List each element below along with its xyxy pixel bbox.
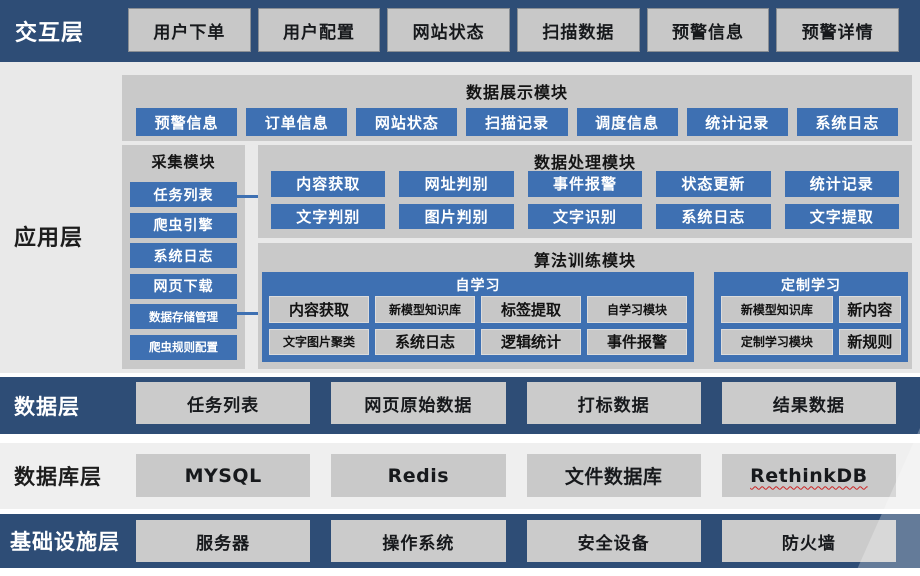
process-box: 内容获取: [271, 171, 386, 197]
infrastructure-layer-band: 基础设施层 服务器 操作系统 安全设备 防火墙: [0, 514, 920, 568]
self-learning-box: 逻辑统计: [481, 328, 581, 355]
self-learning-box: 文字图片聚类: [269, 328, 369, 355]
data-layer-band: 数据层 任务列表 网页原始数据 打标数据 结果数据: [0, 377, 920, 434]
collect-module-title: 采集模块: [151, 153, 216, 171]
collect-box: 系统日志: [130, 243, 237, 269]
collect-box: 爬虫规则配置: [130, 334, 237, 360]
data-layer-box: 结果数据: [721, 382, 896, 424]
interaction-box: 用户配置: [257, 8, 381, 52]
self-learning-panel: 自学习 内容获取 新模型知识库 标签提取 自学习模块 文字图片聚类 系统日志 逻…: [262, 272, 694, 362]
interaction-box: 用户下单: [128, 8, 251, 52]
data-display-boxes-row: 预警信息 订单信息 网站状态 扫描记录 调度信息 统计记录 系统日志: [136, 108, 898, 136]
data-display-module-title: 数据展示模块: [465, 83, 568, 102]
process-box: 网址判别: [399, 171, 514, 197]
database-box-label: RethinkDB: [750, 464, 868, 487]
self-learning-grid: 内容获取 新模型知识库 标签提取 自学习模块 文字图片聚类 系统日志 逻辑统计 …: [269, 296, 687, 355]
process-box: 系统日志: [656, 203, 771, 229]
custom-learning-title: 定制学习: [781, 278, 841, 294]
database-box: 文件数据库: [526, 454, 701, 497]
infrastructure-box: 操作系统: [331, 520, 506, 562]
display-box: 扫描记录: [466, 108, 568, 136]
interaction-layer-band: 交互层 用户下单 用户配置 网站状态 扫描数据 预警信息 预警详情: [0, 0, 920, 62]
interaction-boxes-row: 用户下单 用户配置 网站状态 扫描数据 预警信息 预警详情: [128, 8, 900, 52]
infrastructure-box: 服务器: [136, 520, 311, 562]
database-layer-label: 数据库层: [14, 465, 102, 489]
custom-learning-panel: 定制学习 新模型知识库 新内容 定制学习模块 新规则: [714, 272, 908, 362]
self-learning-box: 自学习模块: [587, 296, 687, 323]
process-box: 状态更新: [656, 171, 771, 197]
interaction-layer-label: 交互层: [15, 21, 85, 46]
custom-learning-box: 新规则: [838, 328, 901, 355]
data-layer-box: 任务列表: [136, 382, 311, 424]
data-layer-boxes-row: 任务列表 网页原始数据 打标数据 结果数据: [136, 382, 896, 424]
data-layer-label: 数据层: [14, 394, 80, 419]
custom-learning-box: 新模型知识库: [721, 296, 833, 323]
process-box: 图片判别: [399, 203, 514, 229]
data-process-module-title: 数据处理模块: [533, 153, 636, 172]
collect-box: 爬虫引擎: [130, 212, 237, 238]
data-layer-box: 打标数据: [526, 382, 701, 424]
process-box: 文字识别: [527, 203, 643, 229]
algorithm-training-module-title: 算法训练模块: [533, 251, 636, 270]
collect-box: 网页下载: [130, 273, 237, 299]
algorithm-training-module-panel: 算法训练模块 自学习 内容获取 新模型知识库 标签提取 自学习模块 文字图片聚类…: [258, 243, 912, 369]
display-box: 预警信息: [136, 108, 238, 136]
process-box: 文字提取: [784, 203, 899, 229]
connector-line: [237, 312, 258, 315]
collect-module-panel: 采集模块 任务列表 爬虫引擎 系统日志 网页下载 数据存储管理 爬虫规则配置: [122, 145, 245, 369]
custom-learning-grid: 新模型知识库 新内容 定制学习模块 新规则: [721, 296, 901, 355]
infrastructure-box: 安全设备: [526, 520, 701, 562]
process-boxes-grid: 内容获取 网址判别 事件报警 状态更新 统计记录 文字判别 图片判别 文字识别 …: [271, 171, 899, 229]
data-process-module-panel: 数据处理模块 内容获取 网址判别 事件报警 状态更新 统计记录 文字判别 图片判…: [258, 145, 912, 238]
display-box: 订单信息: [246, 108, 348, 136]
self-learning-box: 内容获取: [269, 296, 369, 323]
database-box: Redis: [331, 454, 506, 497]
infrastructure-boxes-row: 服务器 操作系统 安全设备 防火墙: [136, 520, 896, 562]
database-box: RethinkDB: [721, 454, 896, 497]
interaction-box: 网站状态: [387, 8, 511, 52]
display-box: 网站状态: [356, 108, 458, 136]
display-box: 系统日志: [796, 108, 898, 136]
infrastructure-layer-label: 基础设施层: [10, 530, 120, 554]
interaction-box: 预警信息: [646, 8, 770, 52]
interaction-box: 预警详情: [776, 8, 900, 52]
self-learning-box: 标签提取: [481, 296, 581, 323]
process-box: 事件报警: [527, 171, 643, 197]
database-boxes-row: MYSQL Redis 文件数据库 RethinkDB: [136, 454, 896, 497]
process-box: 统计记录: [784, 171, 899, 197]
data-layer-box: 网页原始数据: [331, 382, 506, 424]
self-learning-box: 事件报警: [587, 328, 687, 355]
application-layer-band: 应用层 数据展示模块 预警信息 订单信息 网站状态 扫描记录 调度信息 统计记录…: [0, 62, 920, 373]
collect-box: 数据存储管理: [130, 304, 237, 330]
display-box: 统计记录: [686, 108, 788, 136]
connector-line: [237, 195, 258, 198]
database-layer-band: 数据库层 MYSQL Redis 文件数据库 RethinkDB: [0, 443, 920, 509]
collect-box: 任务列表: [130, 182, 237, 207]
self-learning-box: 新模型知识库: [375, 296, 475, 323]
collect-boxes-stack: 任务列表 爬虫引擎 系统日志 网页下载 数据存储管理 爬虫规则配置: [130, 182, 237, 360]
database-box: MYSQL: [136, 454, 311, 497]
custom-learning-box: 新内容: [838, 296, 901, 323]
interaction-box: 扫描数据: [517, 8, 640, 52]
infrastructure-box: 防火墙: [721, 520, 896, 562]
self-learning-title: 自学习: [455, 278, 501, 294]
custom-learning-box: 定制学习模块: [721, 328, 833, 355]
self-learning-box: 系统日志: [375, 328, 475, 355]
display-box: 调度信息: [576, 108, 678, 136]
data-display-module-panel: 数据展示模块 预警信息 订单信息 网站状态 扫描记录 调度信息 统计记录 系统日…: [122, 75, 912, 141]
process-box: 文字判别: [271, 203, 386, 229]
application-layer-label: 应用层: [14, 226, 84, 251]
